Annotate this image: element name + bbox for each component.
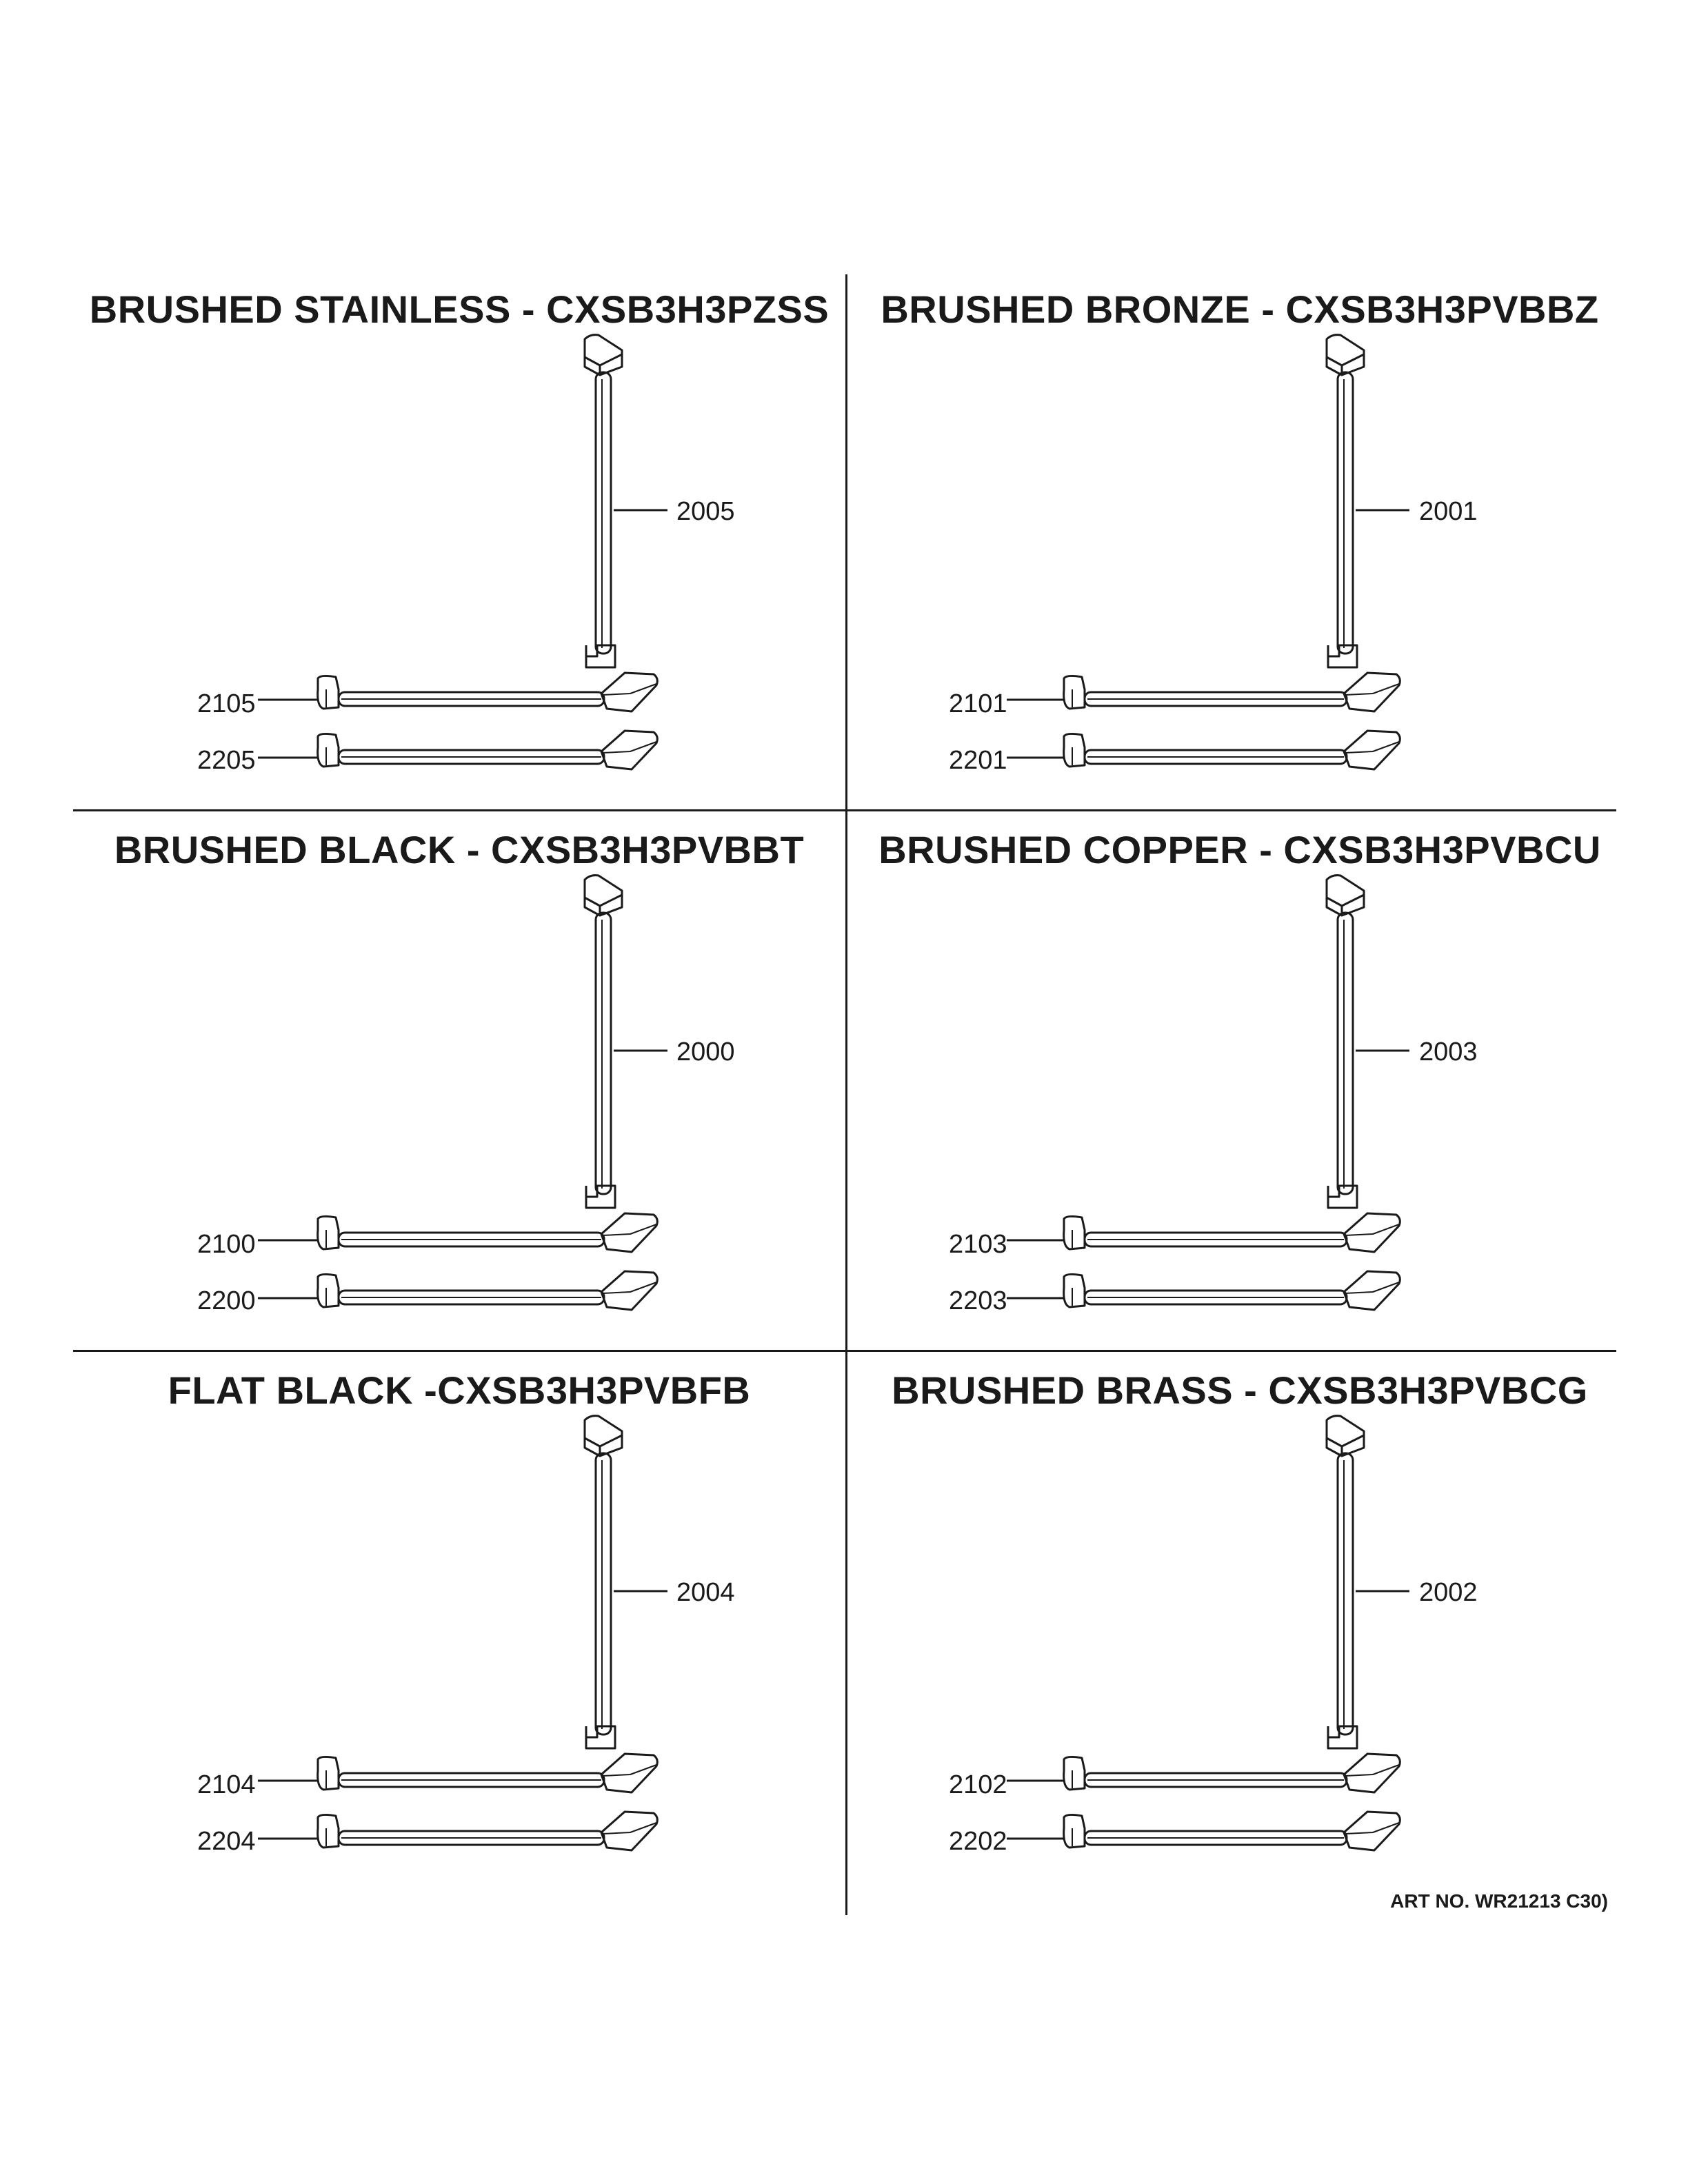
callout-vertical-handle: 2000 xyxy=(676,1038,735,1066)
lower-horizontal-handle xyxy=(316,1270,659,1311)
lower-horizontal-handle xyxy=(1063,729,1401,771)
handle-drawing: 2004 2104 2204 xyxy=(197,1415,735,1856)
vertical-handle xyxy=(583,874,623,1209)
callout-vertical-handle: 2004 xyxy=(676,1578,735,1607)
callout-upper-handle: 2100 xyxy=(197,1230,256,1259)
callout-upper-handle: 2101 xyxy=(949,689,1007,718)
handle-drawing: 2003 2103 2203 xyxy=(949,874,1478,1315)
callout-lower-handle: 2201 xyxy=(949,746,1007,775)
upper-horizontal-handle xyxy=(316,1752,659,1794)
panel-flat-black: FLAT BLACK -CXSB3H3PVBFB 2004 2104 2204 xyxy=(80,1357,838,1901)
callout-lower-handle: 2200 xyxy=(197,1286,256,1315)
callout-lower-handle: 2204 xyxy=(197,1827,256,1856)
panel-brushed-black: BRUSHED BLACK - CXSB3H3PVBBT 2000 2100 2… xyxy=(80,816,838,1361)
panel-title: BRUSHED BLACK - CXSB3H3PVBBT xyxy=(114,828,805,871)
callout-upper-handle: 2105 xyxy=(197,689,256,718)
panel-title: BRUSHED BRONZE - CXSB3H3PVBBZ xyxy=(881,287,1599,331)
lower-horizontal-handle xyxy=(316,729,659,771)
art-number: ART NO. WR21213 C30) xyxy=(1390,1890,1608,1912)
handle-drawing: 2000 2100 2200 xyxy=(197,874,735,1315)
callout-lower-handle: 2203 xyxy=(949,1286,1007,1315)
panel-brushed-stainless: BRUSHED STAINLESS - CXSB3H3PZSS 2005 210… xyxy=(80,276,838,820)
panel-title: BRUSHED STAINLESS - CXSB3H3PZSS xyxy=(89,287,830,331)
callout-vertical-handle: 2001 xyxy=(1419,497,1478,526)
panel-title: BRUSHED BRASS - CXSB3H3PVBCG xyxy=(892,1368,1588,1412)
callout-lower-handle: 2205 xyxy=(197,746,256,775)
callout-vertical-handle: 2003 xyxy=(1419,1038,1478,1066)
panel-brushed-brass: BRUSHED BRASS - CXSB3H3PVBCG 2002 2102 2… xyxy=(861,1357,1619,1901)
callout-upper-handle: 2102 xyxy=(949,1770,1007,1799)
panel-brushed-copper: BRUSHED COPPER - CXSB3H3PVBCU 2003 2103 … xyxy=(861,816,1619,1361)
vertical-handle xyxy=(583,1415,623,1750)
callout-vertical-handle: 2005 xyxy=(676,497,735,526)
panel-brushed-bronze: BRUSHED BRONZE - CXSB3H3PVBBZ 2001 2101 … xyxy=(861,276,1619,820)
panel-title: FLAT BLACK -CXSB3H3PVBFB xyxy=(168,1368,751,1412)
upper-horizontal-handle xyxy=(316,671,659,713)
lower-horizontal-handle xyxy=(1063,1270,1401,1311)
center-divider xyxy=(845,274,847,1915)
callout-lower-handle: 2202 xyxy=(949,1827,1007,1856)
upper-horizontal-handle xyxy=(316,1212,659,1253)
callout-upper-handle: 2104 xyxy=(197,1770,256,1799)
callout-vertical-handle: 2002 xyxy=(1419,1578,1478,1607)
upper-horizontal-handle xyxy=(1063,1212,1401,1253)
handle-drawing: 2005 2105 2205 xyxy=(197,334,735,775)
row-divider-2 xyxy=(73,1350,1616,1352)
lower-horizontal-handle xyxy=(1063,1810,1401,1852)
handle-drawing: 2002 2102 2202 xyxy=(949,1415,1478,1856)
upper-horizontal-handle xyxy=(1063,671,1401,713)
vertical-handle xyxy=(1325,1415,1365,1750)
vertical-handle xyxy=(583,334,623,669)
row-divider-1 xyxy=(73,809,1616,811)
handle-drawing: 2001 2101 2201 xyxy=(949,334,1478,775)
panel-title: BRUSHED COPPER - CXSB3H3PVBCU xyxy=(878,828,1601,871)
upper-horizontal-handle xyxy=(1063,1752,1401,1794)
callout-upper-handle: 2103 xyxy=(949,1230,1007,1259)
vertical-handle xyxy=(1325,334,1365,669)
lower-horizontal-handle xyxy=(316,1810,659,1852)
vertical-handle xyxy=(1325,874,1365,1209)
